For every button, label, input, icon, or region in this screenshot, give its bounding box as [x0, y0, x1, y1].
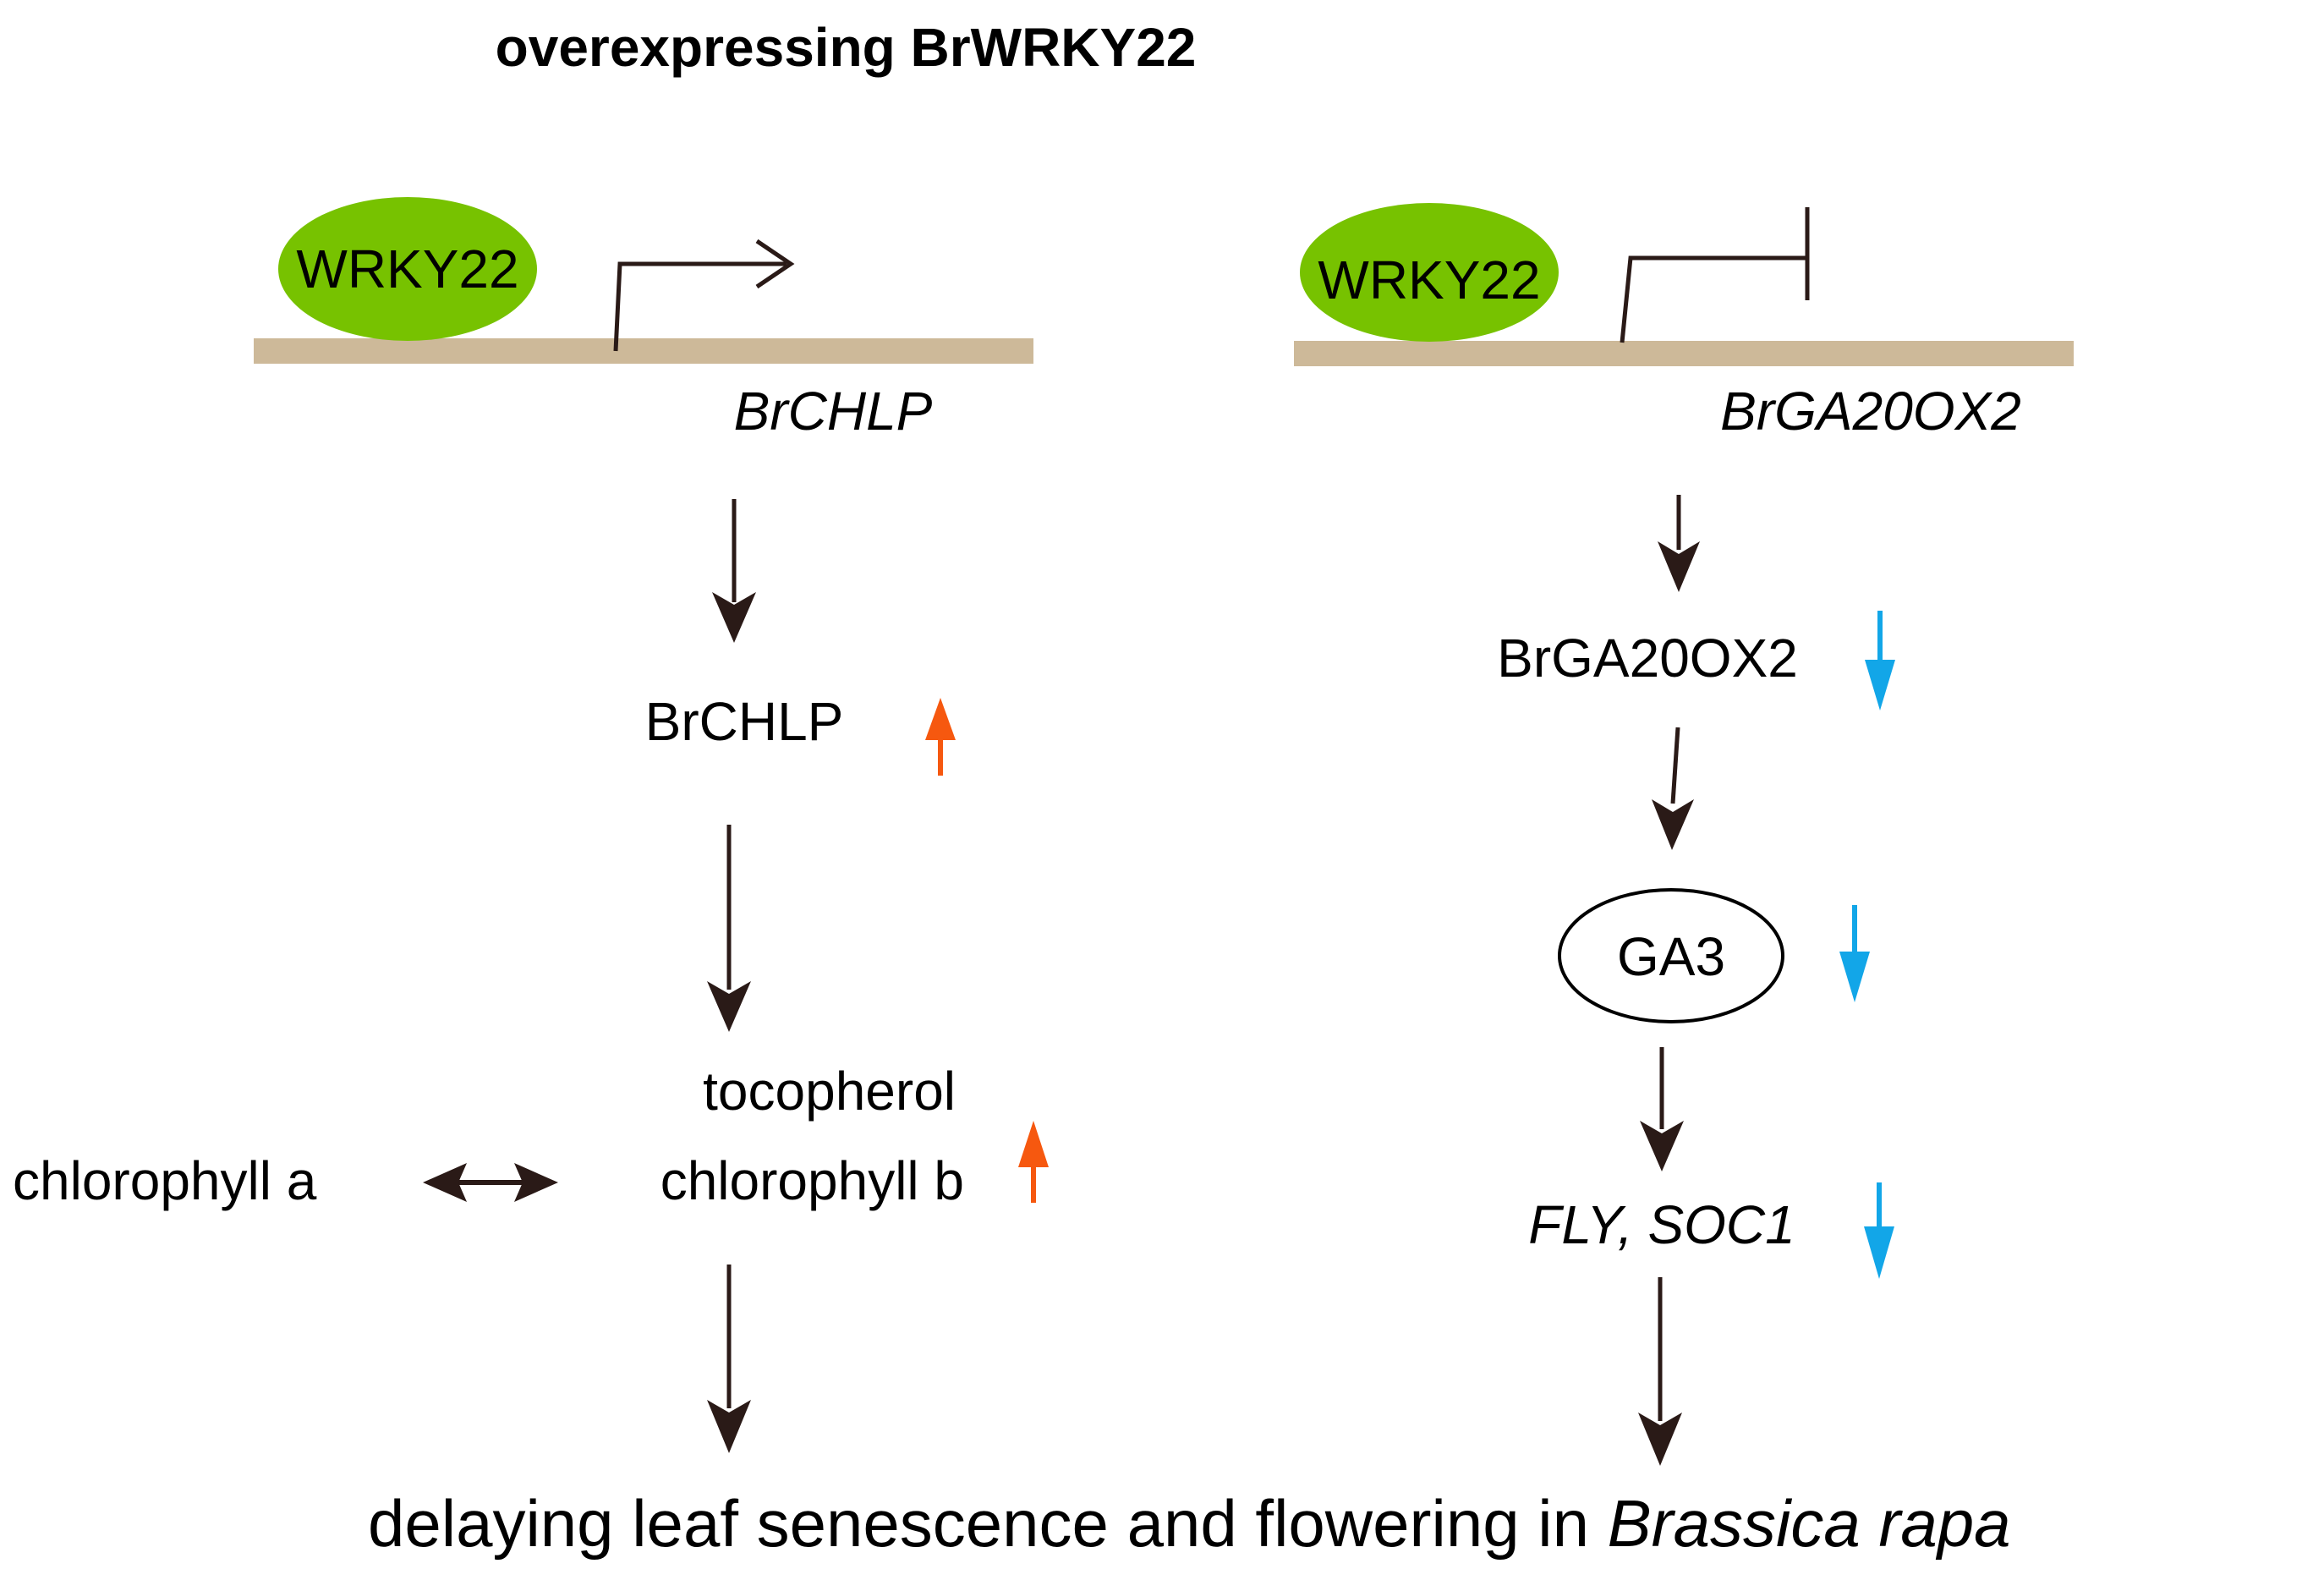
- promoter-activation-arrow-icon: [613, 239, 795, 352]
- conclusion-species: Brassica rapa: [1608, 1486, 2011, 1561]
- left-pathway: WRKY22 BrCHLP BrCHLP tocopherol chloroph…: [13, 197, 1049, 1453]
- brchlp-protein-label: BrCHLP: [645, 691, 844, 752]
- up-arrow-icon: [1018, 1121, 1049, 1203]
- fly-soc1-label: FLY, SOC1: [1528, 1194, 1795, 1255]
- dna-strand-right: [1294, 341, 2074, 366]
- down-arrow-icon: [1640, 1047, 1684, 1171]
- down-arrow-icon: [707, 825, 751, 1032]
- right-pathway: WRKY22 BrGA20OX2 BrGA20OX2 GA3: [1294, 203, 2074, 1466]
- down-arrow-icon: [712, 499, 756, 643]
- brga20ox2-protein-label: BrGA20OX2: [1497, 628, 1798, 689]
- dna-strand-left: [254, 338, 1033, 364]
- down-arrow-icon: [1658, 495, 1700, 592]
- down-arrow-icon: [707, 1265, 751, 1453]
- brchlp-gene-label: BrCHLP: [734, 381, 933, 442]
- up-arrow-icon: [925, 698, 956, 776]
- down-arrow-icon: [1638, 1277, 1682, 1466]
- wrky22-label-right: WRKY22: [1318, 250, 1540, 310]
- double-headed-arrow-icon: [423, 1163, 558, 1202]
- down-arrow-icon: [1865, 611, 1895, 710]
- conclusion-text: delaying leaf senescence and flowering i…: [368, 1486, 2011, 1561]
- chlorophyll-a-label: chlorophyll a: [13, 1150, 317, 1211]
- wrky22-label-left: WRKY22: [296, 239, 518, 299]
- ga3-label: GA3: [1617, 926, 1725, 987]
- wrky22-protein-left: [278, 197, 537, 341]
- down-arrow-icon: [1864, 1182, 1894, 1279]
- brga20ox2-gene-label: BrGA20OX2: [1720, 381, 2021, 442]
- ga3-hormone-oval: [1558, 888, 1784, 1023]
- conclusion-prefix: delaying leaf senescence and flowering i…: [368, 1486, 1608, 1561]
- wrky22-protein-right: [1300, 203, 1559, 342]
- chlorophyll-b-label: chlorophyll b: [660, 1150, 964, 1211]
- tocopherol-label: tocopherol: [703, 1061, 956, 1122]
- down-arrow-icon: [1839, 905, 1870, 1002]
- promoter-repression-bar-icon: [1620, 207, 1810, 343]
- down-arrow-icon: [1652, 727, 1694, 850]
- diagram-title: overexpressing BrWRKY22: [496, 17, 1197, 78]
